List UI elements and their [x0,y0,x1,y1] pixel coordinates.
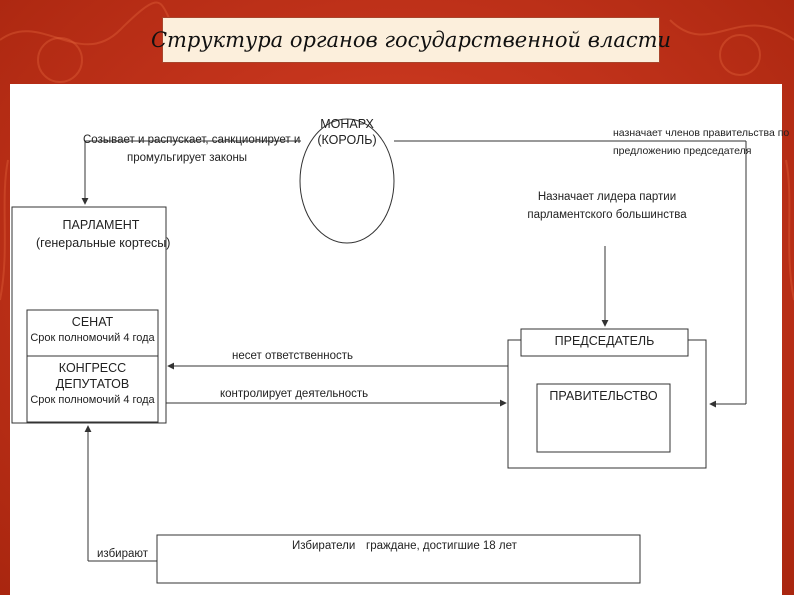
congress-label-1: КОНГРЕСС [58,361,127,375]
appoints-members-label-1: назначает членов правительства по [613,127,790,139]
appoints-leader-label-1: Назначает лидера партии [537,191,677,203]
congress-node [26,355,159,423]
monarch-to-parliament-label-2: промульгирует законы [127,152,248,164]
responsibility-label: несет ответственность [232,350,354,362]
title-box: Структура органов государственной власти [151,17,671,63]
page-title: Структура органов государственной власти [150,28,672,52]
executive-node [507,339,707,469]
chairman-label: ПРЕДСЕДАТЕЛЬ [554,334,655,348]
appoints-leader-label: Назначает лидера партии парламентского б… [522,190,692,222]
controls-label: контролирует деятельность [220,388,369,400]
parliament-label: ПАРЛАМЕНТ (генеральные кортесы) [36,217,171,251]
appoints-members-label-2: предложению председателя [613,145,752,157]
monarch-label-1: МОНАРХ [320,117,374,131]
congress-label-3: Срок полномочий 4 года [30,394,155,406]
senate-label-1: СЕНАТ [71,315,114,329]
monarch-label-2: (КОРОЛЬ) [317,133,377,147]
voters-desc: граждане, достигшие 18 лет [366,540,517,552]
government-node [536,383,671,453]
voters-node [156,534,641,584]
congress-label: КОНГРЕСС ДЕПУТАТОВ Срок полномочий 4 год… [27,360,158,408]
parliament-node [11,206,167,424]
diagram-sheet: МОНАРХ (КОРОЛЬ) Созывает и распускает, с… [10,84,789,595]
elects-label: избирают [97,548,149,560]
congress-label-2: ДЕПУТАТОВ [55,377,130,391]
senate-label-2: Срок полномочий 4 года [30,332,155,344]
diagram-lines [11,118,747,584]
parliament-label-1: ПАРЛАМЕНТ [62,218,140,232]
appoints-leader-label-2: парламентского большинства [527,209,687,221]
parliament-label-2: (генеральные кортесы) [36,236,171,250]
monarch-label: МОНАРХ (КОРОЛЬ) [300,116,394,148]
chairman-node [520,328,689,357]
voters-label: Избиратели [292,540,356,552]
senate-label: СЕНАТ Срок полномочий 4 года [27,314,158,346]
government-label: ПРАВИТЕЛЬСТВО [549,389,658,403]
monarch-node [299,118,395,244]
monarch-to-parliament-label-1: Созывает и распускает, санкционирует и [83,134,301,146]
